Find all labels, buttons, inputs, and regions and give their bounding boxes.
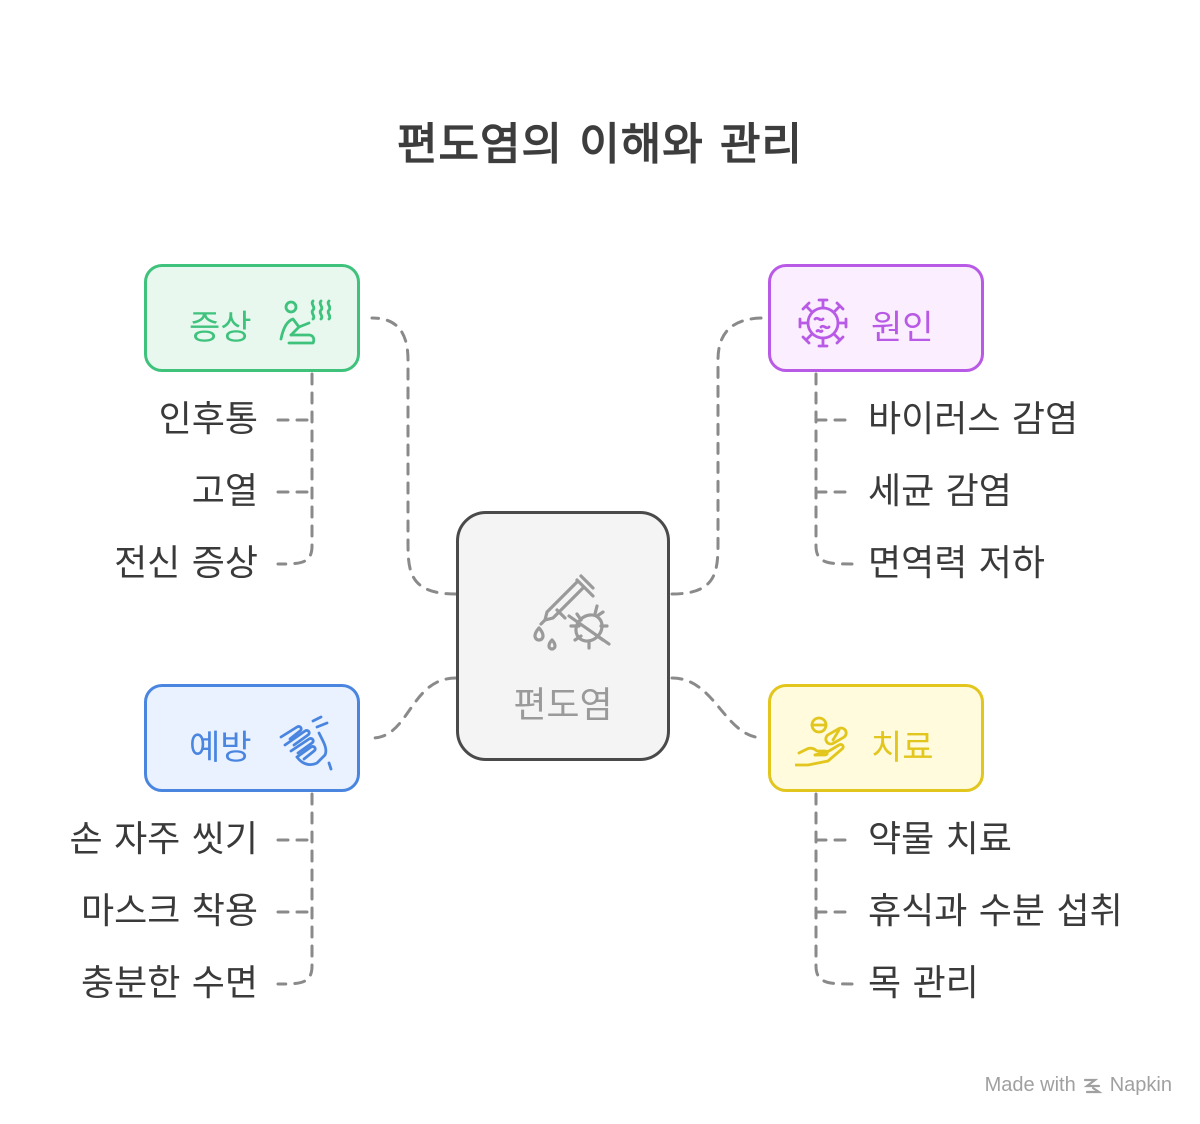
footer-credit[interactable]: Made with Napkin bbox=[985, 1074, 1172, 1097]
item-treatment-2: 휴식과 수분 섭취 bbox=[868, 891, 1123, 932]
center-label: 편도염 bbox=[513, 685, 613, 726]
category-treatment: 치료 bbox=[768, 684, 984, 792]
item-symptoms-3: 전신 증상 bbox=[114, 543, 258, 584]
center-node: 편도염 bbox=[456, 511, 670, 761]
washing-hands-icon bbox=[279, 715, 333, 771]
item-symptoms-2: 고열 bbox=[191, 471, 258, 512]
person-fever-icon bbox=[279, 299, 331, 345]
item-prevention-2: 마스크 착용 bbox=[80, 891, 258, 932]
item-symptoms-1: 인후통 bbox=[158, 399, 258, 440]
connector-center-treatment bbox=[670, 676, 766, 740]
item-causes-2: 세균 감염 bbox=[868, 471, 1012, 512]
category-prevention: 예방 bbox=[144, 684, 360, 792]
branch-symptoms bbox=[276, 372, 314, 566]
connector-center-prevention bbox=[370, 676, 458, 740]
item-treatment-3: 목 관리 bbox=[868, 963, 979, 1004]
made-with-text: Made with bbox=[984, 1074, 1076, 1096]
category-label-causes: 원인 bbox=[871, 308, 934, 348]
item-prevention-1: 손 자주 씻기 bbox=[69, 819, 259, 860]
category-label-prevention: 예방 bbox=[189, 728, 252, 768]
category-symptoms: 증상 bbox=[144, 264, 360, 372]
item-causes-3: 면역력 저하 bbox=[868, 543, 1046, 584]
item-prevention-3: 충분한 수면 bbox=[80, 963, 258, 1004]
diagram-title: 편도염의 이해와 관리 bbox=[397, 119, 803, 170]
hand-pills-icon bbox=[795, 716, 848, 767]
item-treatment-1: 약물 치료 bbox=[868, 819, 1012, 860]
napkin-brand-text: Napkin bbox=[1109, 1074, 1172, 1096]
branch-prevention bbox=[276, 792, 314, 986]
napkin-logo-icon bbox=[1083, 1078, 1103, 1093]
branch-treatment bbox=[814, 792, 854, 986]
connector-center-causes bbox=[670, 316, 766, 596]
connector-center-symptoms bbox=[370, 316, 458, 596]
category-label-treatment: 치료 bbox=[871, 728, 934, 768]
dropper-bacteria-icon bbox=[533, 574, 611, 651]
category-causes: 원인 bbox=[768, 264, 984, 372]
virus-icon bbox=[798, 298, 848, 348]
item-causes-1: 바이러스 감염 bbox=[868, 399, 1079, 440]
branch-causes bbox=[814, 372, 854, 566]
category-label-symptoms: 증상 bbox=[189, 308, 252, 348]
